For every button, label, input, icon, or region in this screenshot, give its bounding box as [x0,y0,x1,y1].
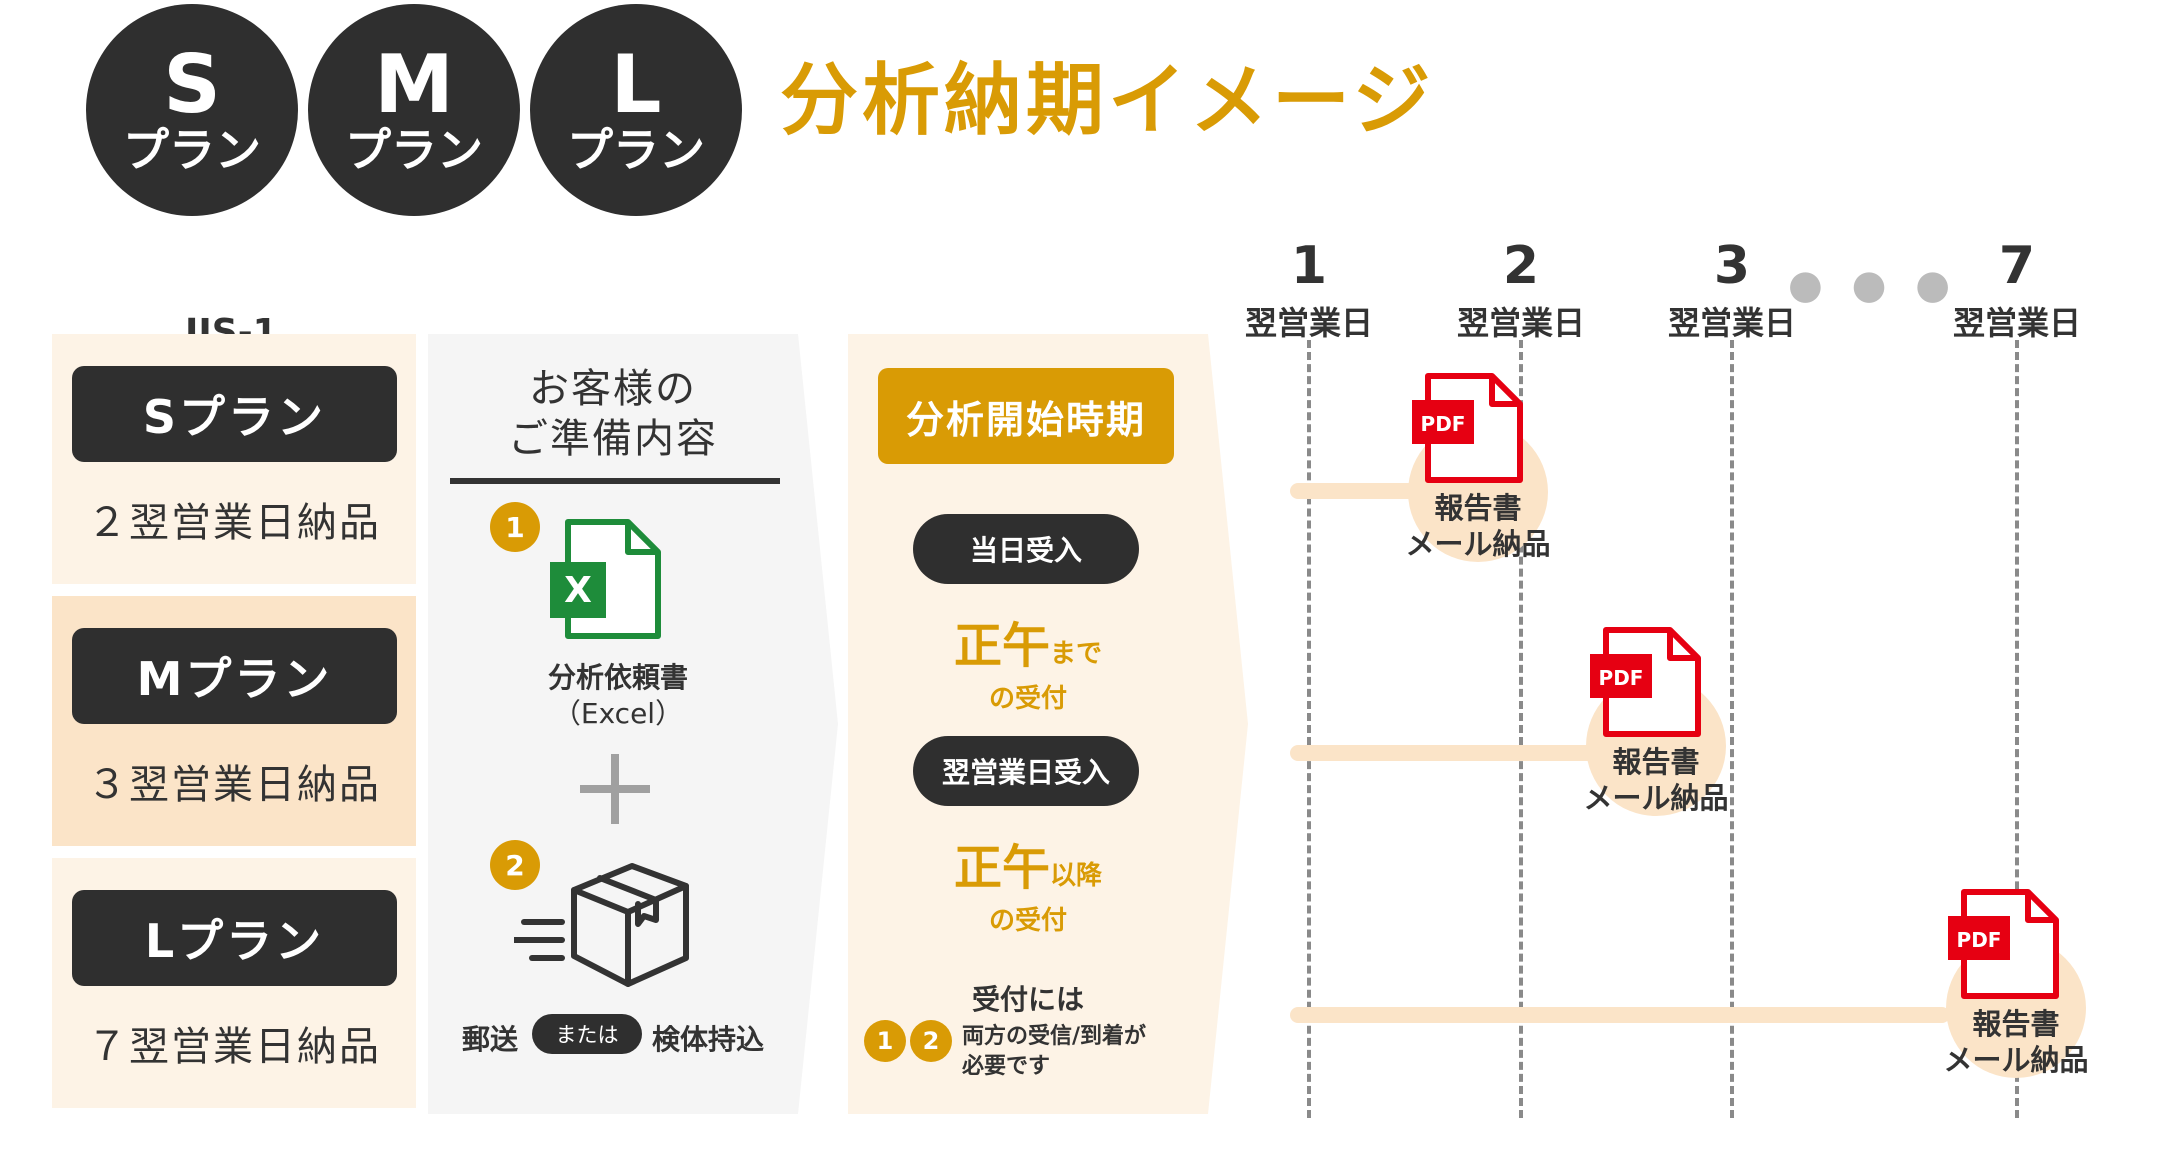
m-plan-circle: M プラン [308,4,520,216]
noon-before-big: 正午 [953,618,1050,674]
same-day-pill: 当日受入 [913,514,1139,584]
prep-panel [428,334,798,1114]
prep-divider [450,478,780,484]
m-plan-report-label: 報告書 メール納品 [1556,744,1756,816]
ellipsis-dots: ● ● ● [1788,262,1959,308]
condition-number-1: 1 [864,1020,906,1062]
m-plan-pdf-text: PDF [1599,666,1644,690]
s-plan-pdf-icon: PDF [1412,373,1523,483]
l-plan-label: プラン [567,123,705,177]
next-day-pill: 翌営業日受入 [913,736,1139,806]
noon-before-text: 正午まで の受付 [878,606,1178,715]
step1-sublabel: （Excel） [552,697,684,730]
l-plan-timeline-bar [1290,1007,1950,1023]
noon-after-text: 正午以降 の受付 [878,828,1178,937]
plan-days-l: ７翌営業日納品 [87,1024,381,1070]
start-arrow [1208,334,1248,1114]
prep-heading-line2: ご準備内容 [508,416,718,462]
step1-label: 分析依頼書 [547,661,688,694]
day-num-7: 7 [1998,236,2036,296]
day-label-3: 翌営業日 [1667,304,1796,342]
step1-number: 1 [490,502,540,552]
day3-dashed-line [1730,340,1734,1118]
s-plan-report-label: 報告書 メール納品 [1378,490,1578,562]
step2-number: 2 [490,840,540,890]
plan-row-s: Sプラン ２翌営業日納品 [52,334,416,584]
l-plan-pdf-icon: PDF [1948,889,2059,999]
l-plan-report-label: 報告書 メール納品 [1916,1006,2116,1078]
plus-icon [580,754,650,824]
noon-after-small: 以降 [1050,861,1103,891]
s-plan-letter: S [163,38,221,131]
start-panel [848,334,1208,1114]
day7-dashed-line [2015,340,2019,1118]
l-plan-letter: L [610,38,662,131]
s-plan-circle: S プラン [86,4,298,216]
s-plan-pdf-text: PDF [1421,412,1466,436]
day-num-2: 2 [1502,236,1540,296]
s-plan-report-line2: メール納品 [1405,527,1551,561]
day-num-3: 3 [1713,236,1751,296]
day-label-1: 翌営業日 [1244,304,1373,342]
noon-after-big: 正午 [953,840,1050,896]
condition-line1: 両方の受信/到着が [962,1024,1147,1049]
send-bring-label: 検体持込 [652,1023,765,1056]
shipping-box-icon [514,863,689,987]
l-plan-circle: L プラン [530,4,742,216]
m-plan-pdf-icon: PDF [1590,627,1701,737]
plan-row-l: Lプラン ７翌営業日納品 [52,858,416,1108]
noon-before-small: まで [1050,639,1103,669]
condition-text: 両方の受信/到着が 必要です [962,1022,1146,1082]
plan-badge-s: Sプラン [72,366,397,462]
s-plan-label: プラン [123,123,261,177]
page-title: 分析納期イメージ [780,56,1435,146]
plan-badge-m: Mプラン [72,628,397,724]
day-label-7: 翌営業日 [1952,304,2081,342]
m-plan-report-line1: 報告書 [1612,745,1700,779]
m-plan-label: プラン [345,123,483,177]
plan-days-s: ２翌営業日納品 [87,500,381,546]
m-plan-report-line2: メール納品 [1583,781,1729,815]
plan-days-m: ３翌営業日納品 [87,762,381,808]
start-heading: 分析開始時期 [878,368,1174,464]
noon-after-sub: の受付 [988,906,1067,936]
day2-dashed-line [1519,340,1523,1118]
m-plan-timeline-bar [1290,745,1680,761]
day-num-1: 1 [1290,236,1328,296]
condition-heading: 受付には [971,983,1084,1016]
m-plan-letter: M [374,38,454,131]
l-plan-report-line1: 報告書 [1972,1007,2060,1041]
excel-file-icon: X [550,519,661,639]
condition-number-2: 2 [910,1020,952,1062]
day1-dashed-line [1307,340,1311,1118]
prep-arrow [798,334,838,1114]
excel-letter: X [564,570,592,611]
s-plan-report-line1: 報告書 [1434,491,1522,525]
day-label-2: 翌営業日 [1456,304,1585,342]
send-or-pill: または [532,1014,642,1054]
l-plan-report-line2: メール納品 [1943,1043,2089,1077]
send-mail-label: 郵送 [462,1023,519,1056]
noon-before-sub: の受付 [988,684,1067,714]
l-plan-pdf-text: PDF [1957,928,2002,952]
condition-line2: 必要です [962,1054,1051,1079]
prep-heading-line1: お客様の [529,366,697,412]
prep-heading: お客様の ご準備内容 [428,364,798,464]
plan-row-m: Mプラン ３翌営業日納品 [52,596,416,846]
plan-badge-l: Lプラン [72,890,397,986]
